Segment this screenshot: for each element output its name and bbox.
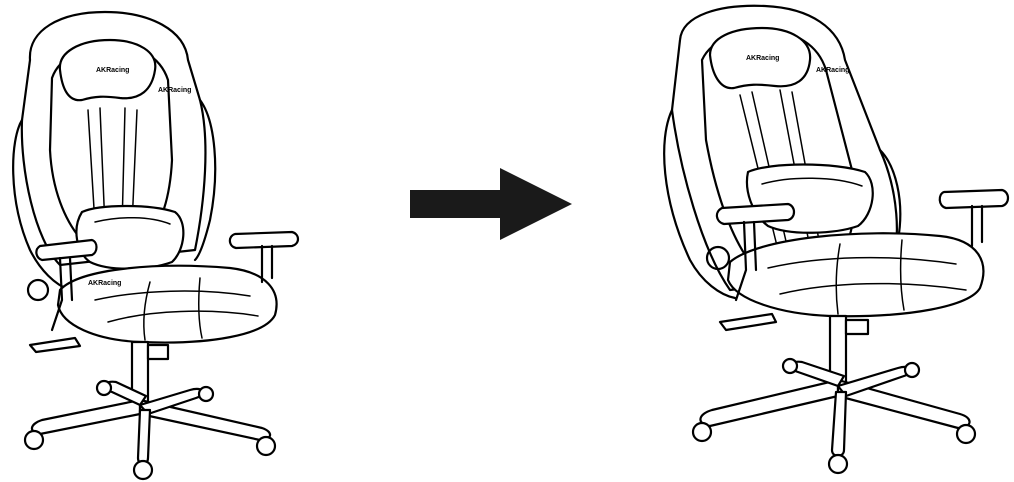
logo-text-back: AKRacing (816, 67, 849, 74)
chair-reclined-illustration: AKRacing AKRacing (640, 0, 1014, 482)
chair-reclined-icon: AKRacing AKRacing (640, 0, 1014, 482)
logo-text-back: AKRacing (158, 87, 191, 94)
arrow-right-icon (408, 168, 574, 240)
logo-text-pillow: AKRacing (746, 55, 779, 62)
chair-upright-icon: AKRacing AKRacing AKRacing (0, 0, 320, 482)
chair-upright-illustration: AKRacing AKRacing AKRacing (0, 0, 320, 482)
logo-text-seat: AKRacing (88, 280, 121, 287)
logo-text-pillow: AKRacing (96, 67, 129, 74)
transition-arrow (408, 168, 574, 240)
